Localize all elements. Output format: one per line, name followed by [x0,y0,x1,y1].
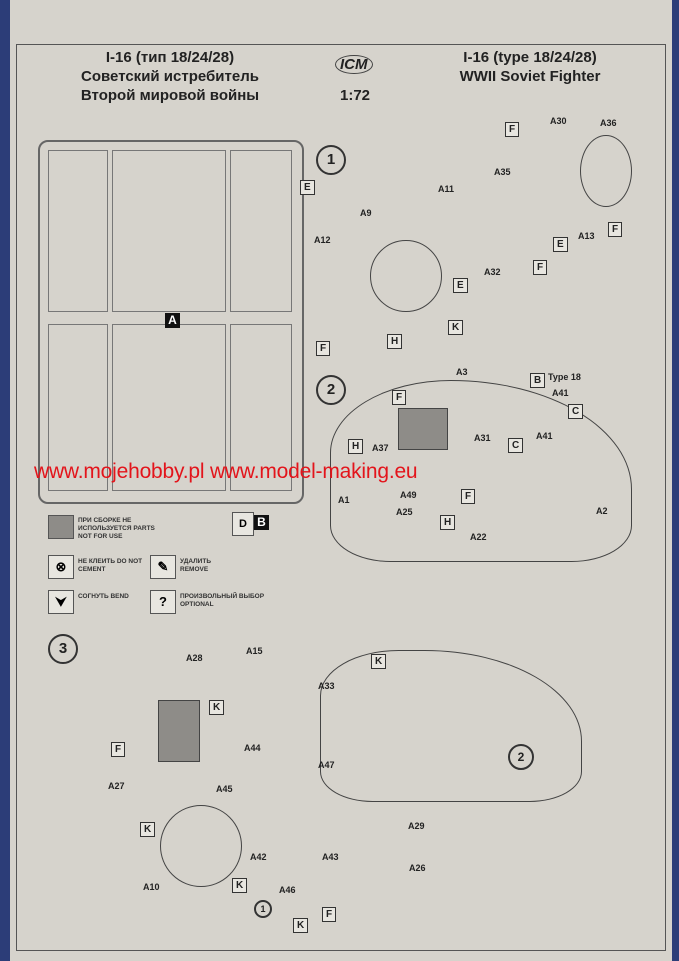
propeller-disc-part [160,805,242,887]
part-label: A26 [409,863,426,873]
part-label: A29 [408,821,425,831]
part-label: A28 [186,653,203,663]
part-label: A37 [372,443,389,453]
sprue-cell [230,150,292,312]
ref-letter: K [140,822,156,837]
engine-part [370,240,442,312]
ref-letter: K [371,654,387,669]
part-label: A15 [246,646,263,656]
ref-step-1-marker: 1 [254,900,272,918]
ref-letter: F [316,341,331,356]
sprue-b-icon: D [232,512,254,536]
optional-icon: ? [150,590,176,614]
ref-letter: F [461,489,476,504]
ref-letter: F [322,907,337,922]
step-2-marker: 2 [316,375,346,405]
part-label: A2 [596,506,608,516]
ref-letter: E [300,180,315,195]
ref-letter: F [111,742,126,757]
ref-letter: C [508,438,524,453]
part-label: A3 [456,367,468,377]
legend-optional: ПРОИЗВОЛЬНЫЙ ВЫБОР OPTIONAL [180,593,265,608]
legend-not-for-use: ПРИ СБОРКЕ НЕ ИСПОЛЬЗУЕТСЯ PARTS NOT FOR… [78,517,155,540]
part-label: A22 [470,532,487,542]
part-label: A46 [279,885,296,895]
ru-subtitle: Советский истребитель [81,68,259,85]
ref-letter: K [209,700,225,715]
part-label: A49 [400,490,417,500]
part-label: A36 [600,118,617,128]
ru-subtitle-2: Второй мировой войны [80,87,260,104]
part-label: A41 [552,388,569,398]
type-note: Type 18 [548,372,581,382]
watermark: www.mojehobby.pl www.model-making.eu [34,460,418,483]
not-for-use-part [158,700,200,762]
ref-letter: B [530,373,546,388]
icm-logo: ICM [335,55,373,74]
en-subtitle: WWII Soviet Fighter [459,68,601,85]
ref-letter: F [392,390,407,405]
step-1-marker: 1 [316,145,346,175]
legend-bend: СОГНУТЬ BEND [78,593,129,600]
part-label: A35 [494,167,511,177]
ref-letter: E [453,278,468,293]
sprue-b-label: B [254,515,269,530]
part-label: A25 [396,507,413,517]
legend-remove: УДАЛИТЬ REMOVE [180,558,211,573]
cowl-part [580,135,632,207]
part-label: A1 [338,495,350,505]
part-label: A31 [474,433,491,443]
step-3-marker: 3 [48,634,78,664]
part-label: A45 [216,784,233,794]
ref-letter: H [348,439,364,454]
sprue-cell [48,324,108,491]
bend-icon: ⮟ [48,590,74,614]
part-label: A30 [550,116,567,126]
sprue-cell [230,324,292,491]
ref-letter: F [608,222,623,237]
russian-title: I-16 (тип 18/24/28) Советский истребител… [60,48,280,105]
part-label: A32 [484,267,501,277]
english-title: I-16 (type 18/24/28) WWII Soviet Fighter [420,48,640,86]
part-label: A42 [250,852,267,862]
ref-letter: F [505,122,520,137]
part-label: A43 [322,852,339,862]
part-label: A13 [578,231,595,241]
part-label: A44 [244,743,261,753]
ru-title: I-16 (тип 18/24/28) [105,49,235,66]
part-label: A27 [108,781,125,791]
ref-letter: F [533,260,548,275]
page-frame [16,44,666,951]
en-title: I-16 (type 18/24/28) [463,49,597,66]
part-label: A41 [536,431,553,441]
not-for-use-part [398,408,448,450]
scale-label: 1:72 [339,87,371,104]
ref-letter: K [232,878,248,893]
ref-letter: C [568,404,584,419]
ref-step-2-marker: 2 [508,744,534,770]
part-label: A12 [314,235,331,245]
sprue-a-label: A [165,313,180,328]
sprue-cell [112,150,226,312]
ref-letter: E [553,237,568,252]
part-label: A47 [318,760,335,770]
ref-letter: H [387,334,403,349]
remove-knife-icon: ✎ [150,555,176,579]
ref-letter: K [293,918,309,933]
part-label: A9 [360,208,372,218]
ref-letter: K [448,320,464,335]
part-label: A33 [318,681,335,691]
do-not-cement-icon: ⊗ [48,555,74,579]
part-label: A10 [143,882,160,892]
not-for-use-swatch [48,515,74,539]
sprue-cell [48,150,108,312]
legend-do-not-cement: НЕ КЛЕИТЬ DO NOT CEMENT [78,558,143,573]
part-label: A11 [438,184,455,194]
ref-letter: H [440,515,456,530]
